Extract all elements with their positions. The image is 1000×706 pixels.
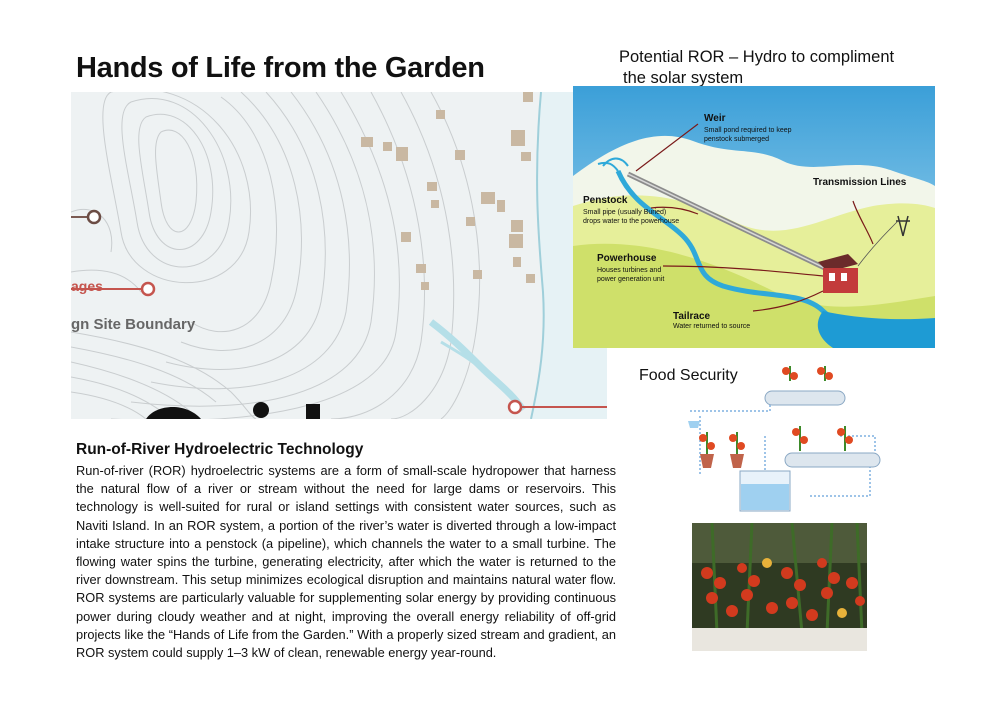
tomato-photo-graphic: [692, 523, 867, 651]
penstock-description: Small pipe (usually Buried) drops water …: [583, 208, 679, 226]
map-label-ages: ages: [71, 278, 103, 294]
site-map: ages gn Site Boundary: [71, 92, 607, 419]
aquaponics-graphic: [688, 366, 881, 512]
tomato-greenhouse-photo: [692, 523, 867, 651]
transmission-lines-label: Transmission Lines: [813, 177, 907, 188]
article-heading: Run-of-River Hydroelectric Technology: [76, 441, 364, 458]
article-body: Run-of-river (ROR) hydroelectric systems…: [76, 463, 616, 661]
hydro-heading-line-2: the solar system: [623, 69, 744, 87]
tailrace-description: Water returned to source: [673, 323, 751, 330]
weir-desc-line-1: Small pond required to keep: [704, 127, 792, 134]
hydro-diagram-graphic: [573, 86, 935, 348]
weir-description: Small pond required to keep penstock sub…: [704, 126, 792, 144]
hydro-heading: Potential ROR – Hydro to compliment the …: [619, 47, 894, 89]
penstock-desc-line-1: Small pipe (usually Buried): [583, 209, 667, 216]
weir-label: Weir: [704, 113, 726, 124]
powerhouse-description: Houses turbines and power generation uni…: [597, 266, 664, 284]
weir-desc-line-2: penstock submerged: [704, 136, 769, 143]
aquaponics-diagram: [680, 366, 890, 516]
topographic-map-graphic: [71, 92, 607, 419]
powerhouse-desc-line-2: power generation unit: [597, 276, 665, 283]
hydro-heading-line-1: Potential ROR – Hydro to compliment: [619, 48, 895, 66]
penstock-desc-line-2: drops water to the powerhouse: [583, 218, 680, 225]
powerhouse-desc-line-1: Houses turbines and: [597, 267, 662, 274]
powerhouse-label: Powerhouse: [597, 253, 657, 264]
page-title: Hands of Life from the Garden: [76, 52, 485, 84]
food-security-heading: Food Security: [639, 367, 738, 384]
ror-hydro-diagram: Weir Small pond required to keep penstoc…: [573, 86, 935, 348]
map-label-boundary: gn Site Boundary: [71, 316, 196, 333]
penstock-label: Penstock: [583, 195, 628, 206]
tailrace-label: Tailrace: [673, 311, 711, 322]
